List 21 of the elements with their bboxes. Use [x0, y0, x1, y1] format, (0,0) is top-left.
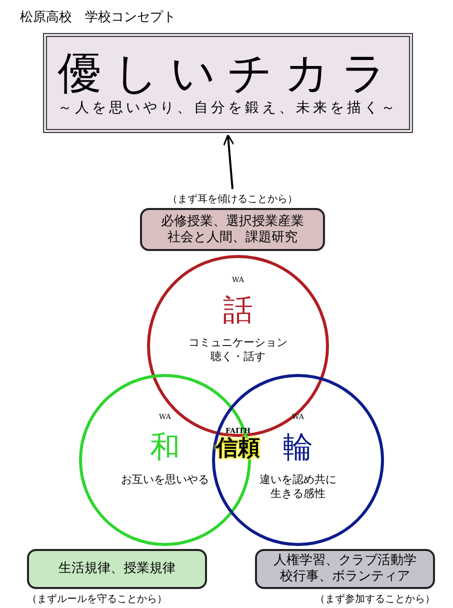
description: お互いを思いやる — [120, 473, 210, 488]
note: （まず耳を傾けることから） — [166, 192, 298, 206]
description: 違いを認め共に生きる感性 — [260, 473, 336, 502]
venn-circle — [212, 374, 384, 546]
heading: 松原高校 学校コンセプト — [20, 9, 176, 26]
kanji-label: 和 — [150, 430, 180, 466]
main-title: 優しいチカラ — [58, 48, 398, 100]
kanji-label: 輪 — [283, 430, 313, 466]
note: （まず参加することから） — [315, 592, 435, 606]
box-text: 生活規律、授業規律 — [58, 561, 176, 577]
note: （まずルールを守ることから） — [27, 592, 167, 606]
title-panel — [43, 33, 413, 133]
subtitle: ～人を思いやり、自分を鍛え、未来を描く～ — [58, 101, 398, 118]
description: コミュニケーション聴く・話す — [188, 336, 288, 365]
box-text: 必修授業、選択授業産業社会と人間、課題研究 — [161, 214, 304, 246]
box-text: 人権学習、クラブ活動学校行事、ボランティア — [274, 553, 416, 585]
rounded-box — [140, 208, 325, 251]
arrow — [223, 134, 234, 190]
rounded-box — [27, 549, 207, 589]
rounded-box — [255, 549, 435, 589]
kanji-label: 話 — [223, 293, 253, 330]
